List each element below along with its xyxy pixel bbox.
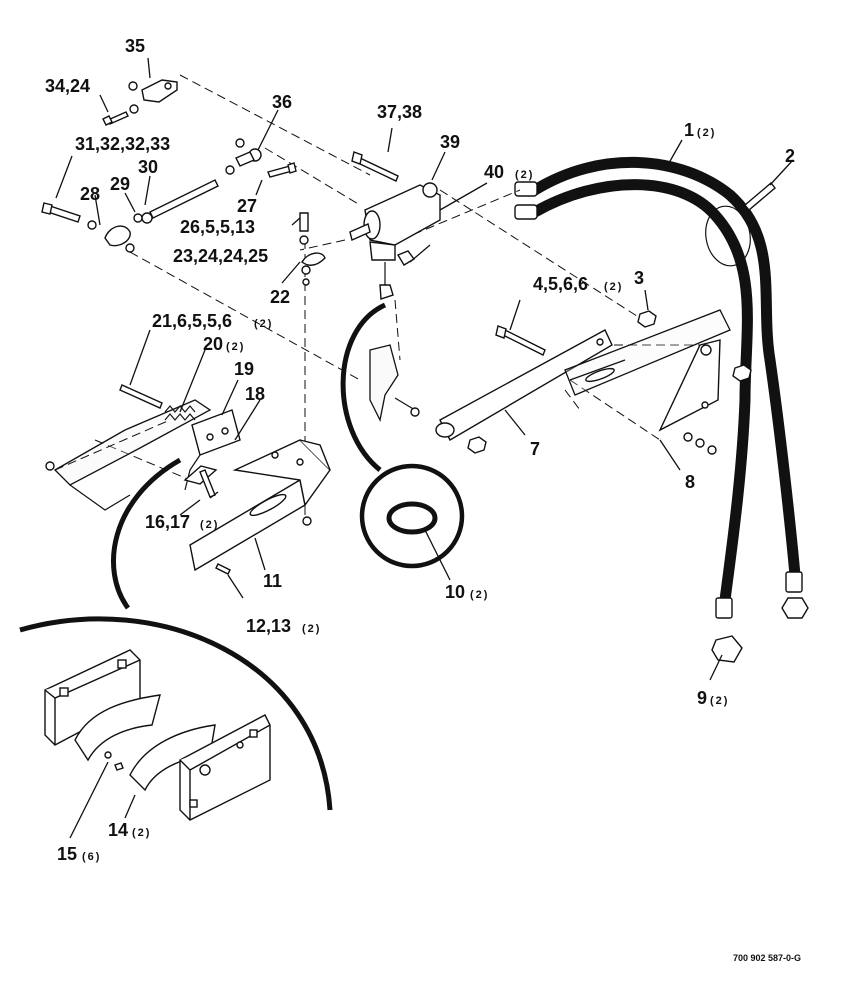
label-39: 39: [440, 132, 460, 152]
label-21-6-5-5-6: 21,6,5,5,6: [152, 311, 232, 331]
label-12-qty: (2): [302, 623, 321, 635]
hose-assembly: [514, 156, 809, 663]
label-7: 7: [530, 439, 540, 459]
label-16-qty: (2): [200, 519, 219, 531]
label-4-qty: (2): [604, 281, 623, 293]
spring-and-plate: [119, 384, 241, 491]
label-20-qty: (2): [226, 341, 245, 353]
label-16-17: 16,17: [145, 512, 190, 532]
label-12-13: 12,13: [246, 616, 291, 636]
label-1: 1: [684, 120, 694, 140]
label-14: 14: [108, 820, 128, 840]
label-14-qty: (2): [132, 827, 151, 839]
label-30: 30: [138, 157, 158, 177]
label-18: 18: [245, 384, 265, 404]
detail-circle-o-ring: [359, 463, 465, 569]
linkage-hardware: [41, 79, 399, 526]
label-10: 10: [445, 582, 465, 602]
support-bracket-11: [189, 439, 331, 575]
bracket-8: [564, 309, 752, 455]
label-22: 22: [270, 287, 290, 307]
label-15-qty: (6): [82, 851, 101, 863]
label-23-24-24-25: 23,24,24,25: [173, 246, 268, 266]
lift-arm: [369, 310, 657, 454]
detail-circle-wear-pad: [19, 457, 333, 811]
label-35: 35: [125, 36, 145, 56]
label-15: 15: [57, 844, 77, 864]
label-31-32-32-33: 31,32,32,33: [75, 134, 170, 154]
label-40-qty: (2): [515, 169, 534, 181]
label-21-qty: (2): [254, 318, 273, 330]
assembly-leader-lines: [94, 74, 720, 520]
label-36: 36: [272, 92, 292, 112]
label-9-qty: (2): [710, 695, 729, 707]
label-10-qty: (2): [470, 589, 489, 601]
hydraulic-cylinder: [349, 182, 441, 300]
label-27: 27: [237, 196, 257, 216]
callout-arrows: [55, 57, 794, 839]
mounting-plate: [45, 399, 212, 511]
label-29: 29: [110, 174, 130, 194]
callout-labels: 35 34,24 36 37,38 39 1 (2) 2 31,32,32,33…: [45, 36, 801, 963]
label-19: 19: [234, 359, 254, 379]
label-9: 9: [697, 688, 707, 708]
label-3: 3: [634, 268, 644, 288]
label-2: 2: [785, 146, 795, 166]
label-8: 8: [685, 472, 695, 492]
wear-pad-detail: [44, 649, 271, 821]
label-37-38: 37,38: [377, 102, 422, 122]
label-40: 40: [484, 162, 504, 182]
figure-reference-number: 700 902 587-0-G: [733, 953, 801, 963]
label-1-qty: (2): [697, 127, 716, 139]
label-20: 20: [203, 334, 223, 354]
label-11: 11: [263, 571, 282, 591]
label-26-5-5-13: 26,5,5,13: [180, 217, 255, 237]
detail-outline-hose-route: [340, 302, 387, 472]
label-4-5-6-6: 4,5,6,6: [533, 274, 588, 294]
label-34-24: 34,24: [45, 76, 90, 96]
label-28: 28: [80, 184, 100, 204]
